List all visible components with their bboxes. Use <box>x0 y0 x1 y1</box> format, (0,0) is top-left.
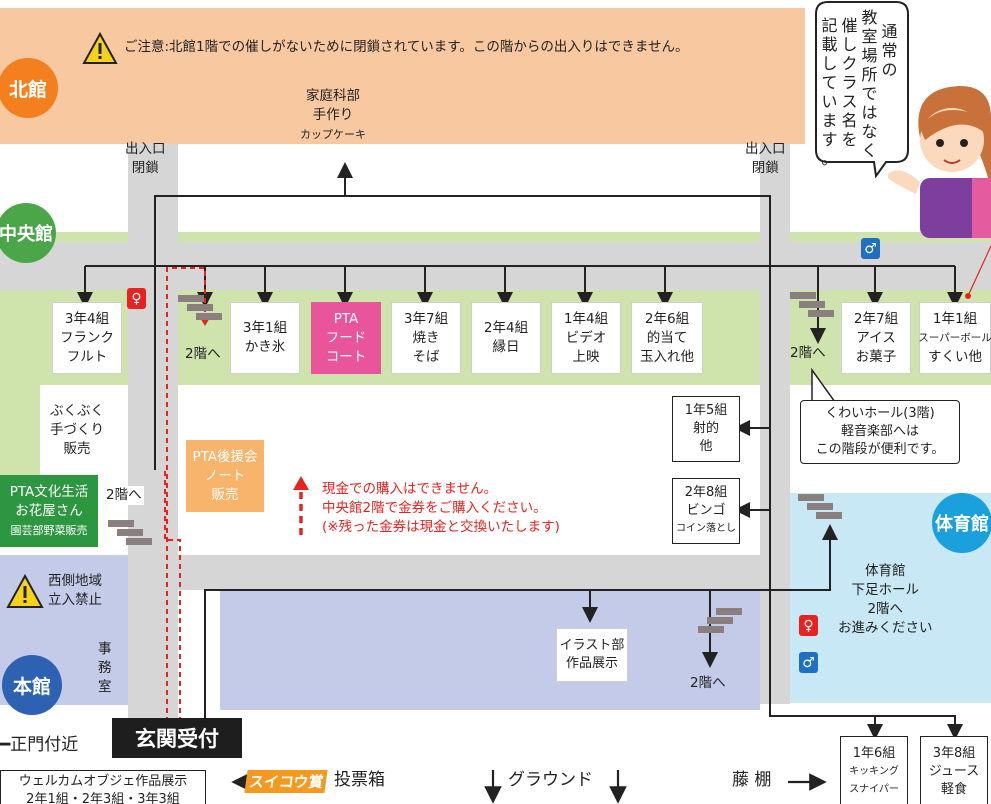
right-vertical-corridor <box>760 144 790 704</box>
toilet-female-icon: ♀ <box>799 615 818 636</box>
stairs-icon <box>798 494 850 528</box>
gym-building-label: 体育館 <box>932 493 991 553</box>
pta-notes-sale: PTA後援会ノート販売 <box>186 440 264 512</box>
exit-left: 出入口閉鎖 <box>125 141 166 176</box>
stairs-icon <box>108 520 160 554</box>
office-strip <box>92 585 128 700</box>
north-building-band-right <box>797 8 805 144</box>
wisteria-label: 藤 棚 <box>732 770 772 790</box>
room-2-6: 2年6組的当て玉入れ他 <box>631 302 703 374</box>
stairs-main-label: 2階へ <box>690 675 726 691</box>
ground-label: グラウンド <box>508 770 593 790</box>
mascot-girl-icon <box>888 86 991 238</box>
stairs-right-label: 2階へ <box>790 345 826 361</box>
bubble-line-4: 記載しています。 <box>821 16 838 168</box>
room-3-8: 3年8組ジュース軽食 <box>920 736 988 804</box>
bubble-line-1: 通常の <box>881 22 898 79</box>
exit-right: 出入口閉鎖 <box>745 141 786 176</box>
bubble-line-3: 催しクラス名を <box>841 16 858 149</box>
stairs-icon <box>790 292 842 326</box>
warning-icon <box>82 32 118 64</box>
room-1-6: 1年6組キッキングスナイパー <box>840 736 908 804</box>
main-gate-label: ━正門付近 <box>0 735 79 755</box>
hall-note: くわいホール(3階)軽音楽部へはこの階段が便利です。 <box>800 400 960 464</box>
cash-notice: 現金での購入はできません。中央館2階で金券をご購入ください。(※残った金券は現金… <box>322 481 560 535</box>
bubble-craft-label: ぶくぶく手づくり販売 <box>50 403 104 457</box>
central-building-label: 中央館 <box>0 203 56 263</box>
warning-icon <box>6 574 44 608</box>
bubble-line-2: 教室場所ではなく <box>861 8 878 160</box>
pta-culture-flower-shop: PTA文化生活お花屋さん園芸部野菜販売 <box>0 475 98 547</box>
entrance-reception: 玄関受付 <box>112 718 242 758</box>
vote-box-label: 投票箱 <box>334 770 385 790</box>
main-corridor-gray <box>178 555 760 590</box>
toilet-female-icon: ♀ <box>127 288 146 309</box>
north-closure-notice: ご注意:北館1階での催しがないために閉鎖されています。この階からの出入りはできま… <box>124 39 689 55</box>
stairs-icon <box>690 608 742 642</box>
room-3-7: 3年7組焼きそば <box>391 302 461 374</box>
west-vertical-corridor <box>128 144 178 744</box>
vote-logo: スイコウ賞 <box>244 770 329 793</box>
room-3-1: 3年1組かき氷 <box>230 302 300 374</box>
art-club-exhibit: イラスト部作品展示 <box>556 628 628 682</box>
stairs-left-label: 2階へ <box>185 346 221 362</box>
toilet-male-icon: ♂ <box>799 652 818 673</box>
main-building-label: 本館 <box>2 655 62 715</box>
room-2-4: 2年4組縁日 <box>471 302 541 374</box>
home-ec-label: 家庭科部手作りカップケーキ <box>300 88 366 141</box>
room-1-1: 1年1組スーパーボールすくい他 <box>918 302 991 374</box>
north-building-label: 北館 <box>0 58 58 118</box>
central-corridor-top <box>0 232 760 242</box>
toilet-male-icon: ♂ <box>861 238 880 259</box>
room-1-4: 1年4組ビデオ上映 <box>551 302 621 374</box>
stairs-icon <box>178 295 230 329</box>
speech-bubble <box>815 1 909 178</box>
central-corridor-top-right <box>790 232 991 242</box>
room-3-4: 3年4組フランクフルト <box>52 302 122 374</box>
north-building-band <box>0 8 797 144</box>
main-building-band <box>220 590 760 710</box>
room-2-7: 2年7組アイスお菓子 <box>841 302 911 374</box>
office-label: 事務室 <box>98 641 112 695</box>
west-area-restricted: 西側地域立入禁止 <box>48 573 102 608</box>
room-2-8: 2年8組ビンゴコイン落とし <box>672 478 740 544</box>
room-1-5: 1年5組射的他 <box>672 396 740 462</box>
stairs-west-label: 2階へ <box>104 486 144 505</box>
